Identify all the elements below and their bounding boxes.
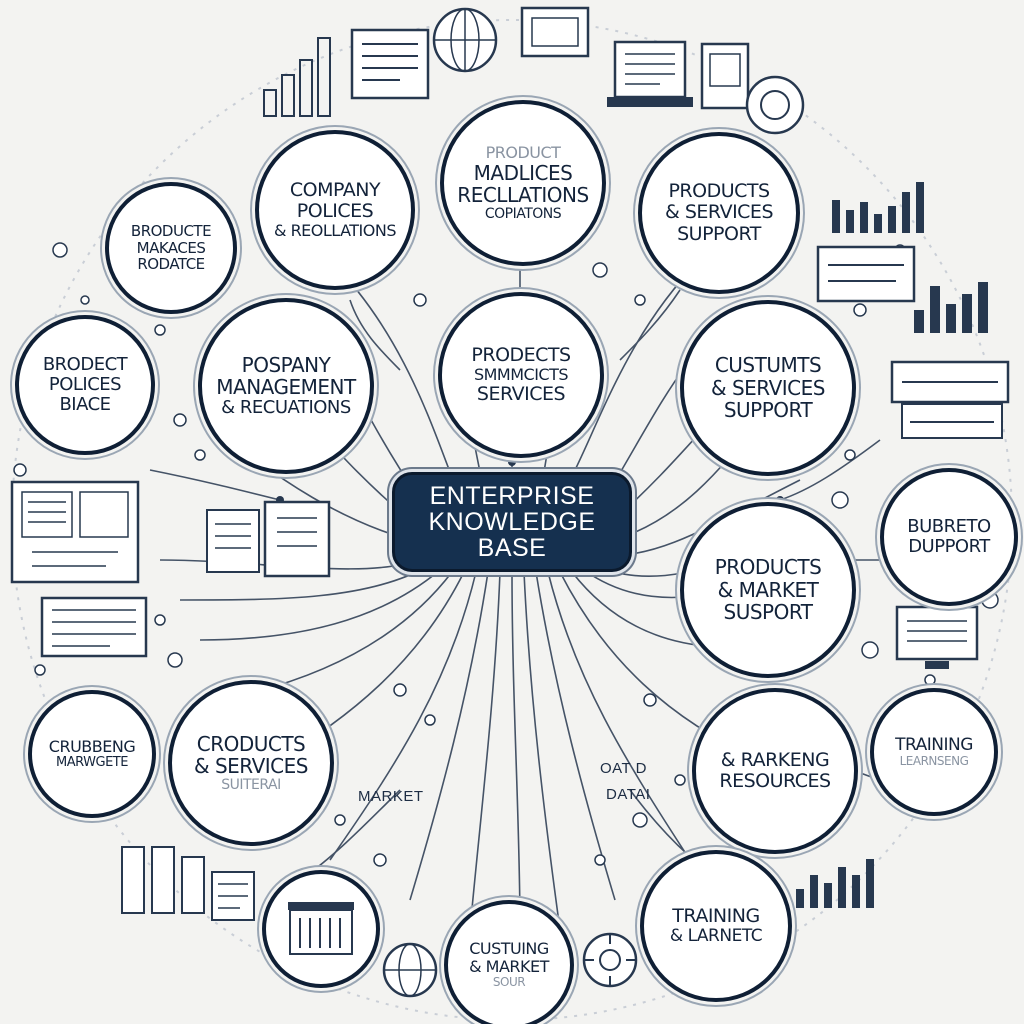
node-line: & RARKENG (720, 748, 830, 771)
node-lower-right-center[interactable]: & RARKENG RESOURCES (692, 688, 858, 854)
node-line: TRAINING (895, 734, 973, 755)
node-faint-line: SUITERAI (221, 776, 281, 793)
bar-chart-icon (914, 282, 988, 333)
node-line: BIACE (59, 394, 111, 416)
node-bottom-right[interactable]: TRAINING & LARNETC (640, 850, 792, 1002)
document-icon (211, 871, 255, 921)
node-faint-line: LEARNSENG (899, 753, 969, 768)
monitor-icon (895, 605, 979, 669)
document-icon (206, 500, 331, 578)
node-line: SMMMCICTS (473, 365, 569, 385)
panel-icon (890, 360, 1010, 439)
node-line: RODATCE (137, 255, 205, 274)
node-top-left[interactable]: COMPANY POLICES & REOLLATIONS (255, 130, 415, 290)
globe-icon (382, 942, 438, 998)
node-line: RECLLATIONS (457, 183, 589, 208)
node-line: POSPANY (241, 352, 331, 377)
node-lower-right-inner[interactable]: PRODUCTS & MARKET SUSPORT (680, 502, 856, 678)
node-line: BRODUCTE (130, 221, 212, 240)
bar-chart-icon (832, 182, 924, 233)
document-icon (350, 28, 430, 100)
node-line: & SERVICES (711, 375, 825, 400)
node-lower-right-outer[interactable]: TRAINING LEARNSENG (870, 688, 998, 816)
node-line: SUPPORT (677, 222, 761, 245)
node-line: SUPPORT (723, 398, 813, 423)
node-line: MARWGETE (56, 754, 128, 770)
node-center-inner[interactable]: PRODECTS SMMMCICTS SERVICES (438, 292, 604, 458)
node-line: & RECUATIONS (221, 397, 351, 419)
node-line: DUPPORT (908, 536, 990, 557)
node-line: SERVICES (476, 382, 566, 405)
badge-icon (745, 75, 805, 135)
node-line: POLICES (48, 373, 122, 395)
data-top-label: OAT D (600, 760, 647, 777)
node-line: CUSTUING (469, 939, 549, 959)
document-icon (10, 480, 140, 584)
node-line: MAKACES (136, 238, 206, 257)
node-line: CRODUCTS (196, 731, 306, 756)
filing-cabinet-icon (121, 846, 205, 914)
node-upper-left-outer[interactable]: BRODUCTE MAKACES RODATCE (105, 182, 237, 314)
panel-icon (816, 245, 916, 303)
node-line: CUSTUMTS (714, 353, 822, 378)
enterprise-knowledge-base-hub[interactable]: ENTERPRISE KNOWLEDGE BASE (392, 472, 632, 572)
node-line: PRODUCTS (668, 180, 770, 203)
node-lower-left-outer[interactable]: CRUBBENG MARWGETE (28, 690, 156, 818)
node-line: RESOURCES (719, 770, 831, 792)
node-faint-line: PRODUCT (485, 142, 561, 162)
node-line: COMPANY (289, 178, 381, 201)
node-faint-line: COPIATONS (484, 205, 562, 222)
node-line: & SERVICES (664, 201, 774, 224)
node-mid-left-inner[interactable]: POSPANY MANAGEMENT & RECUATIONS (198, 298, 374, 474)
node-line: & MARKET (717, 577, 819, 602)
monitor-icon (520, 6, 590, 58)
gear-icon (582, 932, 638, 988)
data-label: DATAI (606, 786, 651, 803)
bar-chart-icon (263, 37, 331, 117)
node-bottom-left-icon[interactable] (262, 870, 380, 988)
node-faint-line: SOUR (492, 975, 526, 990)
node-line: BUBRETO (907, 515, 991, 537)
node-line: POLICES (296, 200, 374, 223)
node-mid-right-outer[interactable]: BUBRETO DUPPORT (880, 468, 1018, 606)
node-line: & SERVICES (194, 754, 308, 779)
node-line: SUSPORT (723, 600, 814, 625)
node-line: CRUBBENG (48, 736, 136, 756)
node-line: PRODUCTS (714, 555, 822, 580)
node-mid-left-outer[interactable]: BRODECT POLICES BIACE (15, 315, 155, 455)
node-mid-right-inner[interactable]: CUSTUMTS & SERVICES SUPPORT (680, 300, 856, 476)
hub-line: ENTERPRISE (429, 481, 595, 510)
node-line: BRODECT (42, 353, 128, 375)
node-line: TRAINING (672, 904, 760, 927)
building-icon (288, 902, 354, 955)
hub-line: KNOWLEDGE (428, 507, 596, 536)
node-top-right[interactable]: PRODUCTS & SERVICES SUPPORT (638, 132, 800, 294)
bar-chart-icon (796, 859, 874, 908)
market-label: MARKET (358, 788, 424, 805)
node-line: & MARKET (469, 957, 549, 977)
document-icon (40, 596, 148, 658)
node-bottom-center[interactable]: CUSTUING & MARKET SOUR (444, 900, 574, 1024)
node-line: & REOLLATIONS (274, 221, 397, 241)
node-line: & LARNETC (669, 926, 763, 947)
laptop-icon (607, 40, 693, 107)
node-line: PRODECTS (471, 343, 571, 366)
hub-line: BASE (477, 534, 547, 563)
globe-icon (432, 7, 498, 73)
node-lower-left-inner[interactable]: CRODUCTS & SERVICES SUITERAI (168, 680, 334, 846)
tablet-icon (700, 42, 750, 110)
node-top-center[interactable]: PRODUCT MADLICES RECLLATIONS COPIATONS (440, 100, 606, 266)
node-line: MADLICES (473, 160, 573, 185)
node-line: MANAGEMENT (216, 374, 356, 399)
